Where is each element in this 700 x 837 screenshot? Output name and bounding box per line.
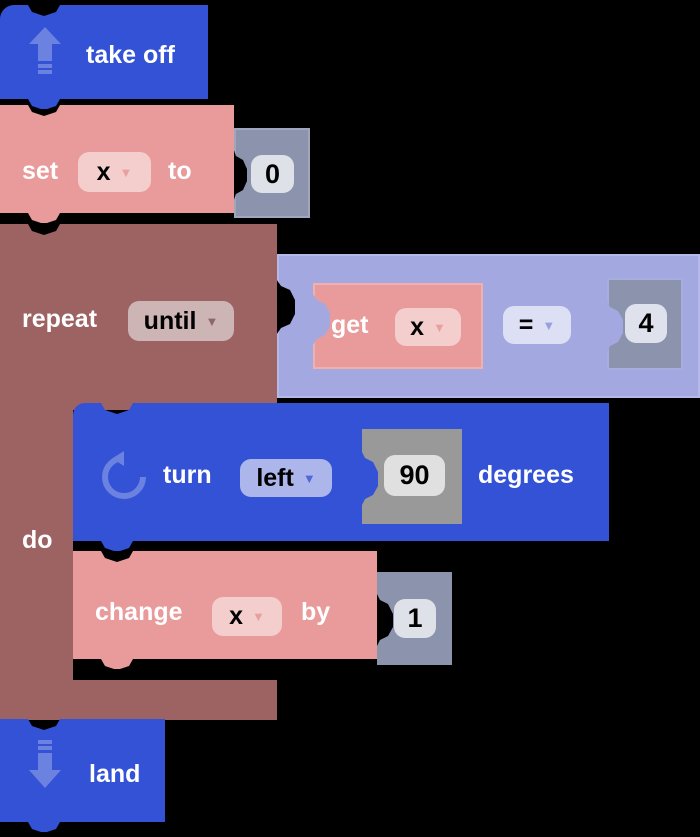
repeat-body-label: do	[22, 526, 53, 554]
chevron-down-icon: ▼	[542, 317, 556, 333]
turn-direction-value: left	[256, 463, 294, 492]
chevron-down-icon: ▼	[433, 319, 446, 335]
chevron-down-icon: ▼	[205, 313, 219, 329]
arrow-down-icon	[29, 740, 61, 788]
rotate-cw-icon	[102, 451, 146, 499]
compare-right-value-field[interactable]: 4	[625, 304, 667, 343]
turn-amount-field[interactable]: 90	[384, 455, 445, 496]
arrow-up-icon	[29, 27, 61, 74]
change-prefix-label: change	[95, 598, 183, 626]
set-prefix-label: set	[22, 157, 59, 185]
land-label: land	[89, 760, 141, 788]
block-land[interactable]	[0, 719, 165, 832]
get-variable-name: x	[410, 312, 425, 341]
block-turn[interactable]	[73, 403, 609, 551]
chevron-down-icon: ▼	[302, 470, 316, 486]
turn-prefix-label: turn	[163, 461, 212, 489]
repeat-mode-dropdown[interactable]: until ▼	[128, 301, 234, 341]
turn-suffix-label: degrees	[478, 461, 574, 489]
set-variable-dropdown[interactable]: x ▼	[78, 152, 151, 192]
set-mid-label: to	[168, 157, 192, 185]
repeat-mode-value: until	[143, 306, 197, 335]
get-prefix-label: get	[331, 311, 369, 339]
change-variable-dropdown[interactable]: x ▼	[212, 597, 282, 636]
get-variable-dropdown[interactable]: x ▼	[395, 308, 461, 346]
repeat-foot	[0, 680, 277, 720]
take-off-label: take off	[86, 41, 175, 69]
compare-operator-value: =	[518, 310, 534, 339]
chevron-down-icon: ▼	[119, 164, 133, 180]
change-variable-name: x	[229, 602, 244, 630]
chevron-down-icon: ▼	[252, 609, 265, 624]
compare-operator-dropdown[interactable]: = ▼	[503, 306, 571, 344]
block-take-off[interactable]	[0, 5, 208, 109]
set-value-field[interactable]: 0	[251, 155, 294, 193]
turn-direction-dropdown[interactable]: left ▼	[240, 459, 332, 497]
change-value-field[interactable]: 1	[394, 599, 436, 638]
repeat-left-arm	[0, 404, 73, 680]
repeat-prefix-label: repeat	[22, 305, 98, 333]
set-variable-name: x	[96, 157, 111, 186]
change-mid-label: by	[301, 598, 331, 626]
